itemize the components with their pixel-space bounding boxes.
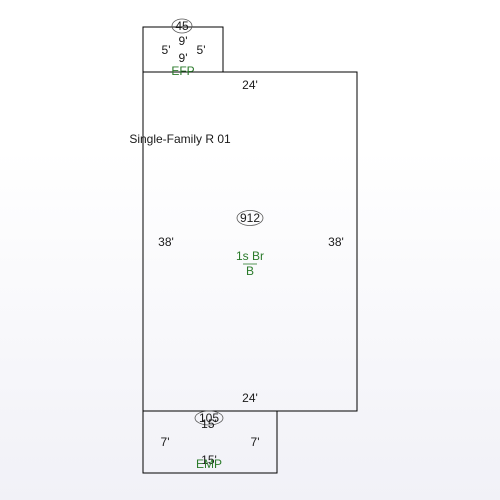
efp-dim-left: 5' [162,43,171,57]
efp-code: EFP [171,64,194,78]
main-area-oval [236,210,264,226]
efp-area-value: 45 [175,19,189,33]
building-label: Single-Family R 01 [129,132,231,146]
emp-code: EMP [196,457,222,471]
main-area-subcode: B [246,264,254,278]
efp-dim-top: 9' [179,34,188,48]
emp-area-oval [194,410,224,426]
efp-area-oval [171,18,193,34]
main-living-area-outline[interactable] [142,71,358,412]
efp-dim-bottom: 9' [179,51,188,65]
emp-area-value: 105 [199,411,219,425]
main-area-value: 912 [240,211,260,225]
emp-dim-top: 15' [201,417,217,431]
main-dim-top: 24' [242,78,258,92]
main-area-code: 1s Br [236,249,264,263]
efp-dim-right: 5' [197,43,206,57]
efp-outline[interactable] [142,26,224,73]
emp-dim-right: 7' [251,435,260,449]
main-dim-left: 38' [158,235,174,249]
emp-dim-bottom: 15' [201,453,217,467]
main-dim-right: 38' [328,235,344,249]
emp-dim-left: 7' [161,435,170,449]
main-dim-bottom: 24' [242,391,258,405]
